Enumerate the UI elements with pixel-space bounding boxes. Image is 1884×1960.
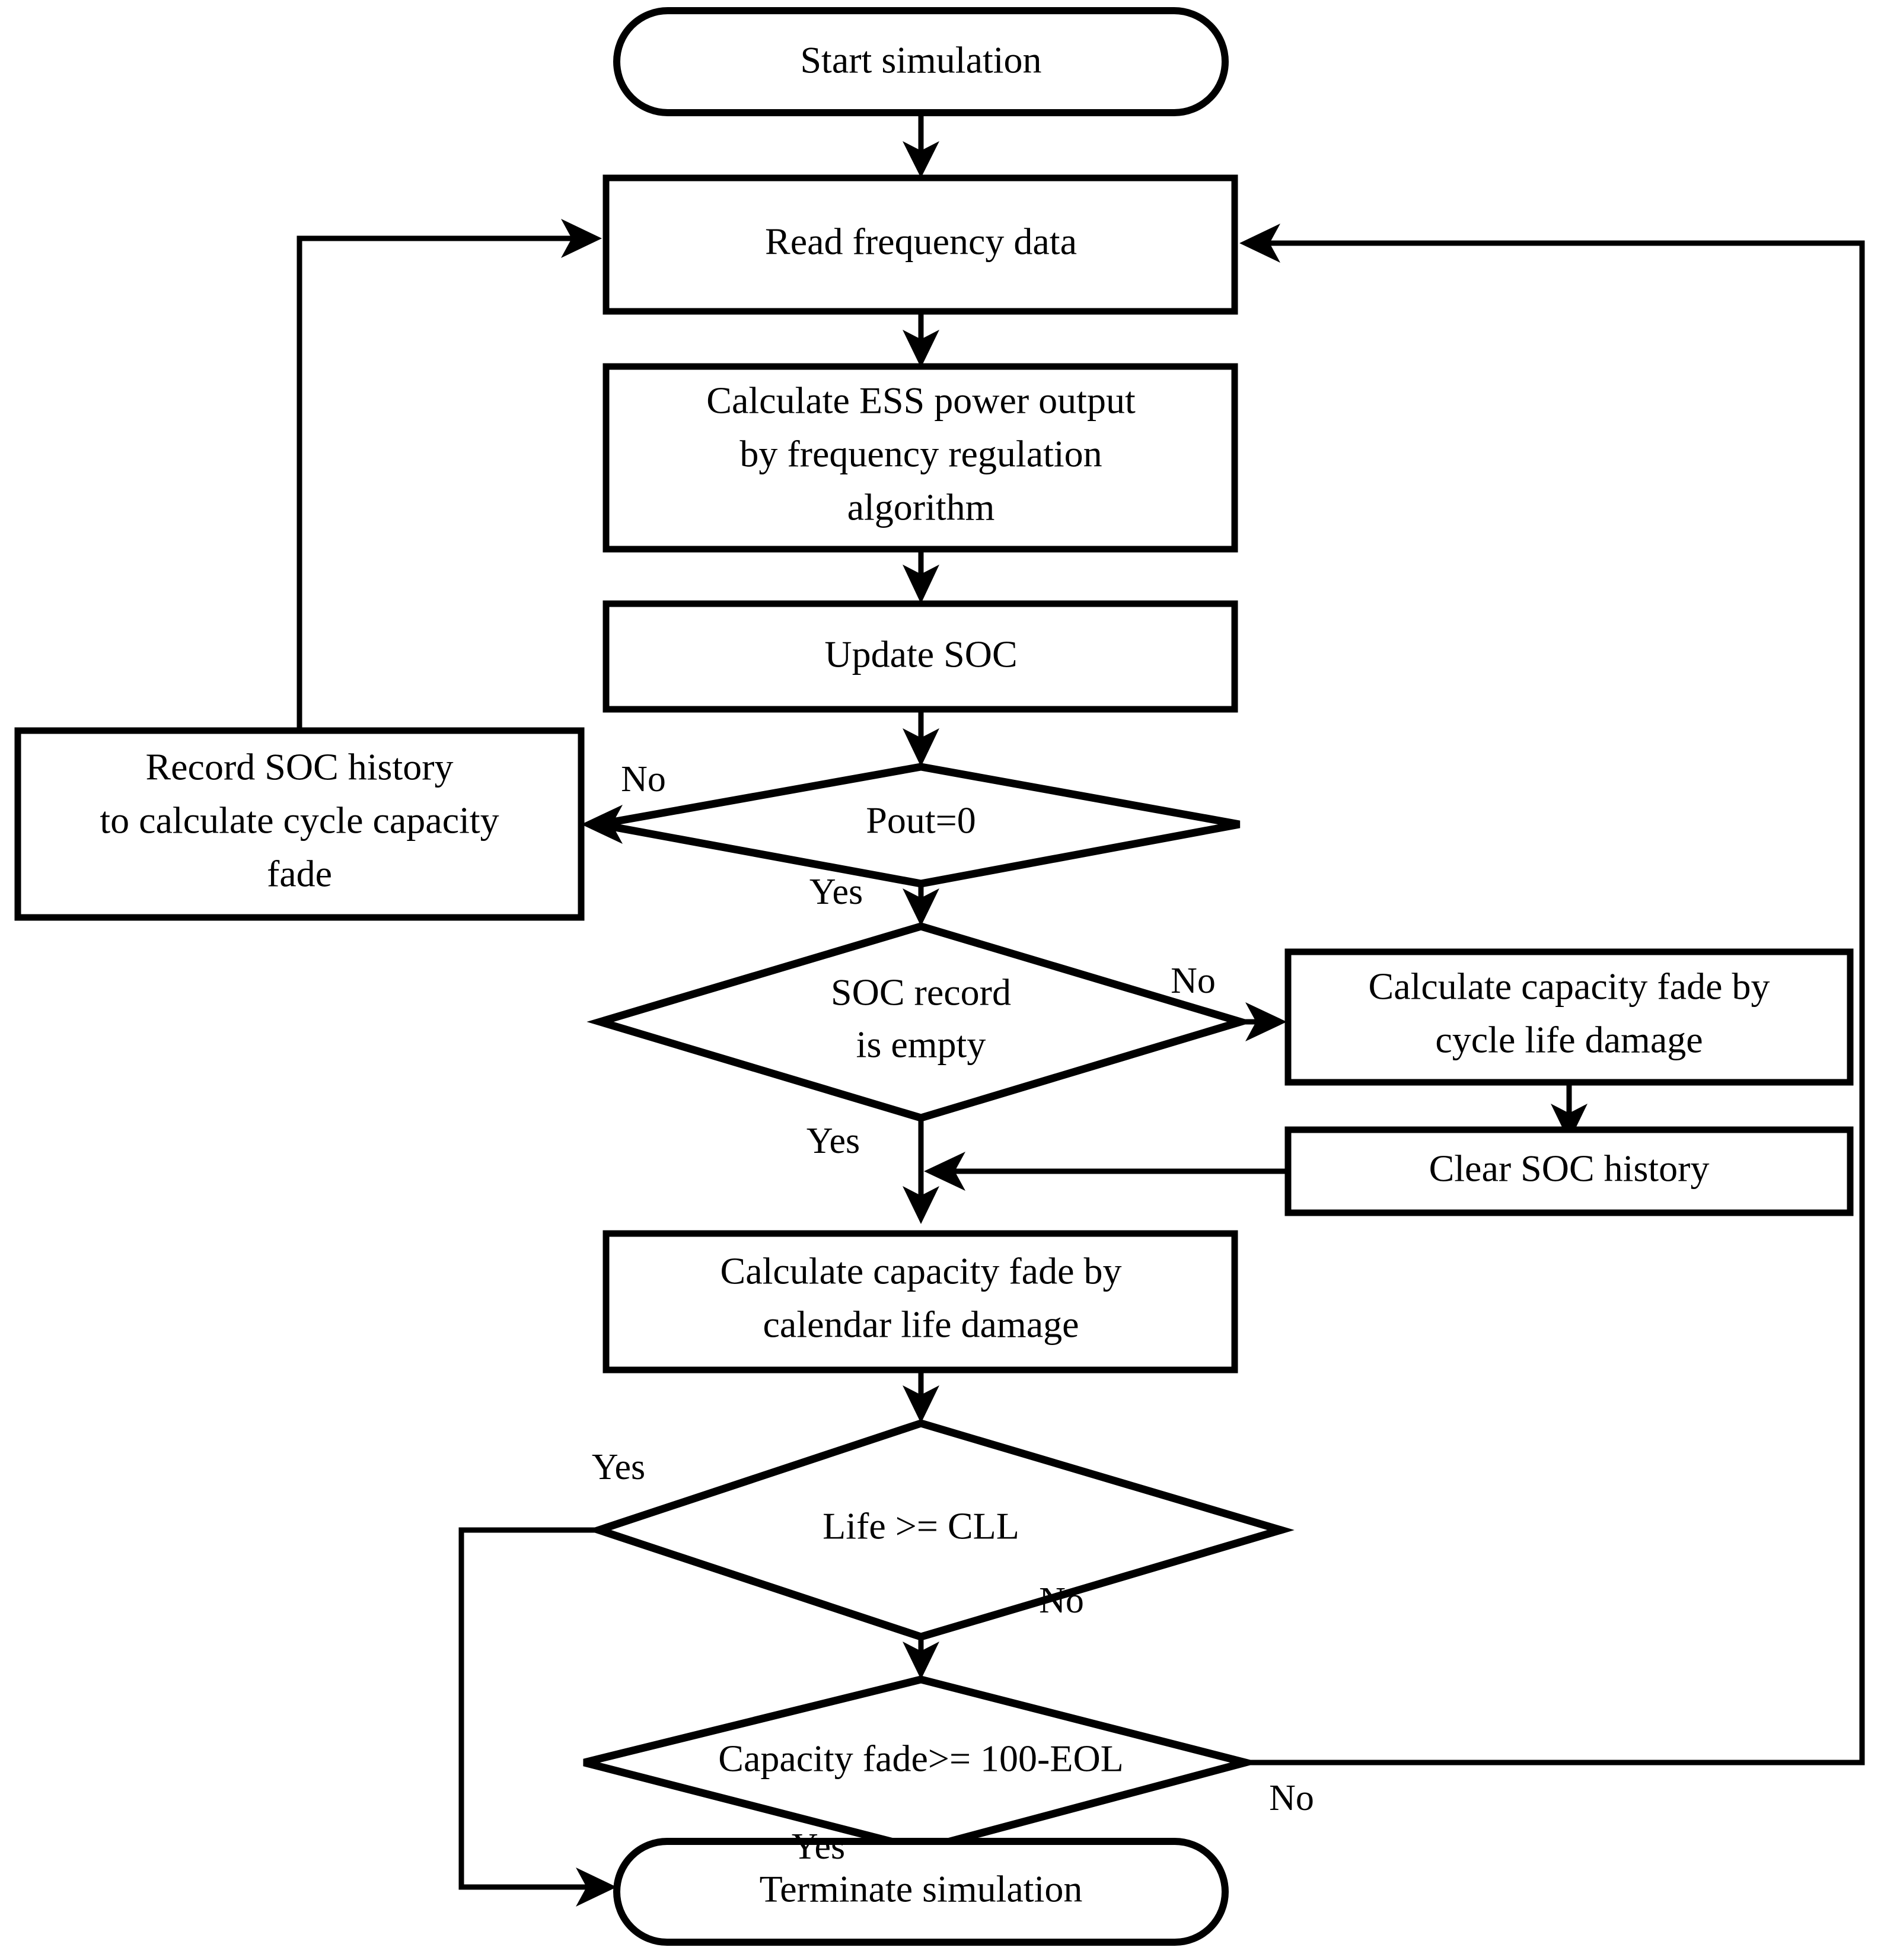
edge-clearsoc-to-trunk	[924, 1152, 1288, 1191]
node-read-frequency-data-label: Read frequency data	[765, 221, 1077, 263]
edge-record-to-read-loop	[297, 219, 602, 731]
edge-calccycle-to-clearsoc	[1551, 1082, 1587, 1142]
node-record-soc-history-line3: fade	[267, 853, 332, 895]
node-calculate-ess-power-line1: Calculate ESS power output	[706, 380, 1136, 422]
edge-pout-yes-to-socempty	[903, 884, 939, 926]
edge-updatesoc-to-pout	[903, 709, 939, 767]
node-record-soc-history-line1: Record SOC history	[145, 746, 453, 788]
node-update-soc-label: Update SOC	[824, 633, 1017, 675]
edge-label-fadeeol-no: No	[1269, 1778, 1314, 1818]
edge-lifecll-yes-to-terminate	[458, 1527, 617, 1907]
node-calculate-cycle-life-fade-line1: Calculate capacity fade by	[1369, 965, 1770, 1008]
edge-fadeeol-no-to-read-loop	[1210, 224, 1865, 1765]
node-calculate-ess-power-line2: by frequency regulation	[739, 433, 1102, 475]
node-clear-soc-history-label: Clear SOC history	[1429, 1148, 1710, 1190]
node-life-cll-decision[interactable]: Life >= CLL	[586, 1419, 1295, 1641]
node-capacity-fade-eol-label: Capacity fade>= 100-EOL	[718, 1738, 1124, 1780]
node-soc-record-empty-line1: SOC record	[831, 971, 1011, 1014]
node-update-soc[interactable]: Update SOC	[603, 600, 1238, 713]
node-capacity-fade-eol-decision[interactable]: Capacity fade>= 100-EOL	[583, 1675, 1261, 1853]
node-soc-record-empty-line2: is empty	[856, 1024, 986, 1066]
node-soc-record-empty-decision[interactable]: SOC record is empty	[586, 922, 1254, 1122]
node-terminate-simulation-label: Terminate simulation	[760, 1868, 1083, 1910]
node-record-soc-history-line2: to calculate cycle capacity	[100, 799, 499, 842]
node-read-frequency-data[interactable]: Read frequency data	[603, 174, 1238, 315]
edge-label-lifecll-yes: Yes	[592, 1447, 645, 1487]
node-calculate-cycle-life-fade-line2: cycle life damage	[1435, 1019, 1703, 1061]
node-calculate-calendar-life-fade-line2: calendar life damage	[763, 1304, 1079, 1346]
node-pout-zero-label: Pout=0	[866, 799, 976, 842]
node-calculate-calendar-life-fade[interactable]: Calculate capacity fade by calendar life…	[603, 1230, 1238, 1373]
node-pout-zero-decision[interactable]: Pout=0	[598, 763, 1241, 888]
edge-label-lifecll-no: No	[1039, 1580, 1084, 1621]
edge-calcess-to-updatesoc	[903, 549, 939, 604]
edge-calccalendar-to-lifecll	[903, 1370, 939, 1423]
edge-label-pout-no: No	[621, 759, 666, 799]
edge-label-socempty-no: No	[1171, 961, 1216, 1001]
edge-label-pout-yes: Yes	[809, 872, 863, 912]
edge-socempty-yes-to-calccalendar	[903, 1118, 939, 1224]
node-start-simulation[interactable]: Start simulation	[613, 7, 1229, 116]
node-calculate-calendar-life-fade-line1: Calculate capacity fade by	[721, 1250, 1122, 1292]
edge-read-to-calcess	[903, 311, 939, 368]
edge-start-to-read	[903, 114, 939, 178]
edge-label-socempty-yes: Yes	[806, 1121, 860, 1161]
node-life-cll-label: Life >= CLL	[823, 1505, 1019, 1547]
node-record-soc-history[interactable]: Record SOC history to calculate cycle ca…	[14, 727, 585, 921]
node-start-simulation-label: Start simulation	[800, 39, 1041, 81]
edge-label-fadeeol-yes: Yes	[792, 1827, 845, 1867]
node-calculate-cycle-life-fade[interactable]: Calculate capacity fade by cycle life da…	[1284, 948, 1854, 1086]
edge-lifecll-no-to-fadeeol	[903, 1637, 939, 1679]
node-terminate-simulation[interactable]: Terminate simulation	[613, 1838, 1229, 1946]
node-calculate-ess-power-line3: algorithm	[847, 486, 995, 528]
node-clear-soc-history[interactable]: Clear SOC history	[1284, 1126, 1854, 1216]
node-calculate-ess-power[interactable]: Calculate ESS power output by frequency …	[603, 363, 1238, 553]
